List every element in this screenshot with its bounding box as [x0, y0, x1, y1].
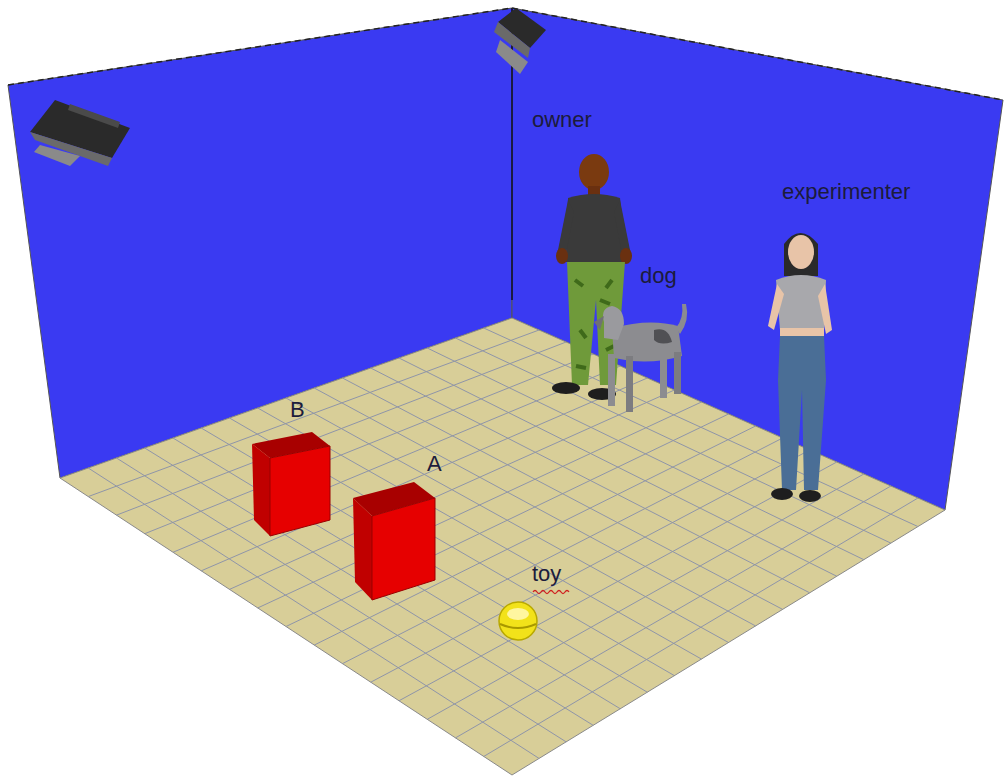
box-b	[252, 432, 330, 536]
grid-line	[201, 428, 647, 692]
box-label: A	[427, 452, 442, 476]
owner-figure	[552, 154, 632, 400]
object-label: toy	[532, 562, 561, 586]
animal-label: dog	[640, 264, 677, 288]
grid-line	[427, 474, 864, 719]
grid-line	[343, 378, 783, 609]
grid-line	[343, 438, 783, 664]
grid-line	[145, 448, 593, 725]
spell-underline	[533, 591, 569, 594]
floor-grid	[88, 328, 918, 758]
grid-line	[286, 398, 729, 643]
grid-line	[314, 426, 755, 645]
floor	[60, 318, 945, 775]
box-label: B	[290, 398, 305, 422]
grid-line	[484, 328, 918, 527]
grid-line	[314, 388, 755, 626]
person-label: owner	[532, 108, 592, 132]
box-a	[353, 482, 435, 600]
grid-line	[484, 498, 918, 756]
camera-left	[30, 100, 130, 166]
person-label: experimenter	[782, 180, 910, 204]
grid-line	[399, 358, 837, 576]
toy-ball	[499, 602, 537, 640]
grid-line	[286, 414, 729, 627]
grid-line	[399, 462, 837, 701]
camera-top	[494, 8, 546, 74]
wall-top-edge	[8, 8, 1003, 100]
grid-line	[456, 338, 891, 543]
dog-figure	[594, 304, 687, 412]
grid-line	[456, 486, 891, 738]
grid-line	[371, 450, 810, 682]
experimenter-figure	[768, 233, 832, 502]
